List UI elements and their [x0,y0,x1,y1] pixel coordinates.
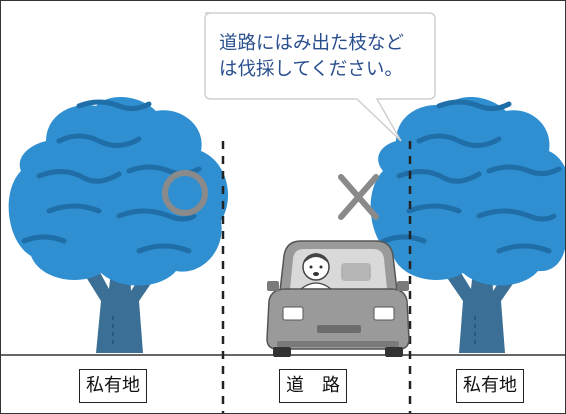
private-land-label-right: 私有地 [456,369,524,403]
speech-bubble-line-2: は伐採してください。 [219,59,403,80]
cross-mark [338,174,379,220]
speech-bubble-line-1: 道路にはみ出た枝など [219,33,405,54]
speech-bubble-text: 道路にはみ出た枝など は伐採してください。 [219,31,419,83]
road-label: 道 路 [279,369,347,403]
left-tree [8,96,229,353]
car [266,240,410,357]
right-tree-foliage [370,96,565,286]
circle-mark [162,170,208,216]
speech-bubble [204,12,436,142]
private-land-label-left: 私有地 [79,369,147,403]
right-tree [370,96,565,353]
left-tree-foliage [8,96,229,286]
